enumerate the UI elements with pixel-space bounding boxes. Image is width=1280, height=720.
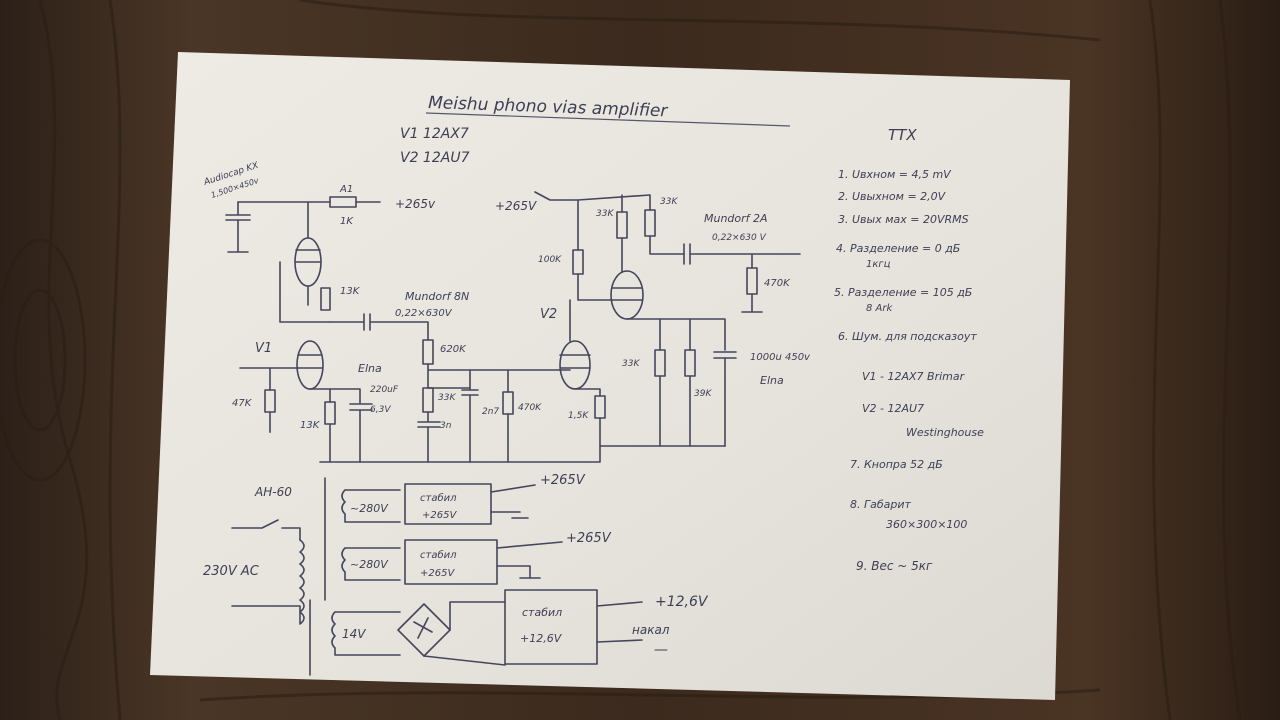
output-265-a: +265V [540,473,586,488]
winding-2-label: ~280V [350,558,389,571]
paper-sheet [150,52,1070,700]
resistor-13k-b-label: 13K [300,420,321,431]
resistor-100k-label: 100K [538,255,562,265]
spec-item: 1кгц [866,259,891,270]
specs-header: TTX [888,126,917,144]
elna-cap-voltage: 6,3V [370,405,391,415]
stabilizer-3 [504,589,598,665]
supply-265-label-a: +265v [395,197,436,211]
heater-label: накал [632,623,670,637]
cap-mundorf-8n-value: 0,22×630V [395,308,453,319]
winding-1-label: ~280V [350,502,389,515]
supply-265-label-b: +265V [495,199,537,213]
spec-item: 1. Uвхном = 4,5 mV [838,168,952,181]
resistor-39k-label: 39K [694,389,712,399]
cap-3n-label: 3n [440,421,452,431]
title-underline [425,112,791,127]
spec-item: 8. Габарит [850,498,912,511]
stabilizer-2-label: стабил [420,549,457,561]
resistor-1-5k-label: 1,5K [568,411,589,421]
spec-item: 9. Вес ~ 5кг [856,559,933,573]
stabilizer-1 [404,483,492,525]
output-265-b: +265V [566,531,612,546]
resistor-33k-c-label: 33K [622,359,640,369]
specs-list: 1. Uвхном = 4,5 mV 2. Uвыхном = 2,0V 3. … [834,168,984,573]
spec-item: Westinghouse [906,426,984,439]
stabilizer-1-label: стабил [420,492,457,504]
ac-input-label: 230V AC [203,564,260,579]
spec-item: 3. Uвых мах = 20VRMS [838,213,969,226]
spec-item: 2. Uвыхном = 2,0V [838,190,947,203]
spec-item: V2 - 12AU7 [862,402,924,415]
resistor-33k-top-label: 33K [596,209,614,219]
resistor-470k-label: 470K [764,278,791,289]
stabilizer-2-value: +265V [420,568,455,579]
resistor-33k-top2-label: 33K [660,197,678,207]
resistor-a1-label: A1 [339,184,353,195]
elna-cap-label: Elna [358,362,382,375]
resistor-620k-label: 620K [440,344,467,355]
spec-item: 4. Разделение = 0 дБ [836,242,960,255]
cap-mundorf-2a-label: Mundorf 2A [704,212,768,225]
transformer-label: AH-60 [254,485,292,499]
elna-cap-value: 220uF [370,385,399,395]
v2-label: V2 [540,307,557,322]
resistor-33k-label: 33K [438,393,456,403]
cap-1000u-label: 1000u 450v [750,352,811,363]
spec-item: V1 - 12AX7 Brimar [862,370,966,383]
stabilizer-3-value: +12,6V [520,632,563,645]
minus-label: — [654,642,668,658]
spec-item: 8 Ark [866,303,893,314]
amplifier-schematic: Audiocap KX 1,500×450v A1 1K +265v 13K M… [202,161,811,463]
spec-item: 6. Шум. для подсказоут [838,330,977,343]
spec-item: 360×300×100 [886,518,967,531]
resistor-1k-label: 1K [340,216,354,227]
resistor-470k-b-label: 470K [518,403,542,413]
power-supply-section: AH-60 230V AC ~280V стабил +265V +265V ~… [203,473,709,676]
output-12-6: +12,6V [655,594,709,610]
tube-v1-label: V1 12AX7 [400,126,469,142]
tube-v2-label: V2 12AU7 [400,150,470,166]
spec-item: 5. Разделение = 105 дБ [834,286,972,299]
winding-3-label: 14V [342,627,366,641]
spec-item: 7. Кнопра 52 дБ [850,458,943,471]
elna-cap-b-label: Elna [760,374,784,387]
resistor-a1 [329,196,357,208]
cap-mundorf-8n-label: Mundorf 8N [405,290,469,303]
cap-2n7-label: 2n7 [482,407,499,417]
resistor-47k-label: 47K [232,398,253,409]
stabilizer-2 [404,539,498,585]
cap-mundorf-2a-value: 0,22×630 V [712,233,767,243]
stabilizer-3-label: стабил [522,606,562,619]
resistor-13k [320,287,331,311]
stabilizer-1-value: +265V [422,510,457,521]
v1-label: V1 [255,341,272,356]
resistor-13k-label: 13K [340,286,361,297]
